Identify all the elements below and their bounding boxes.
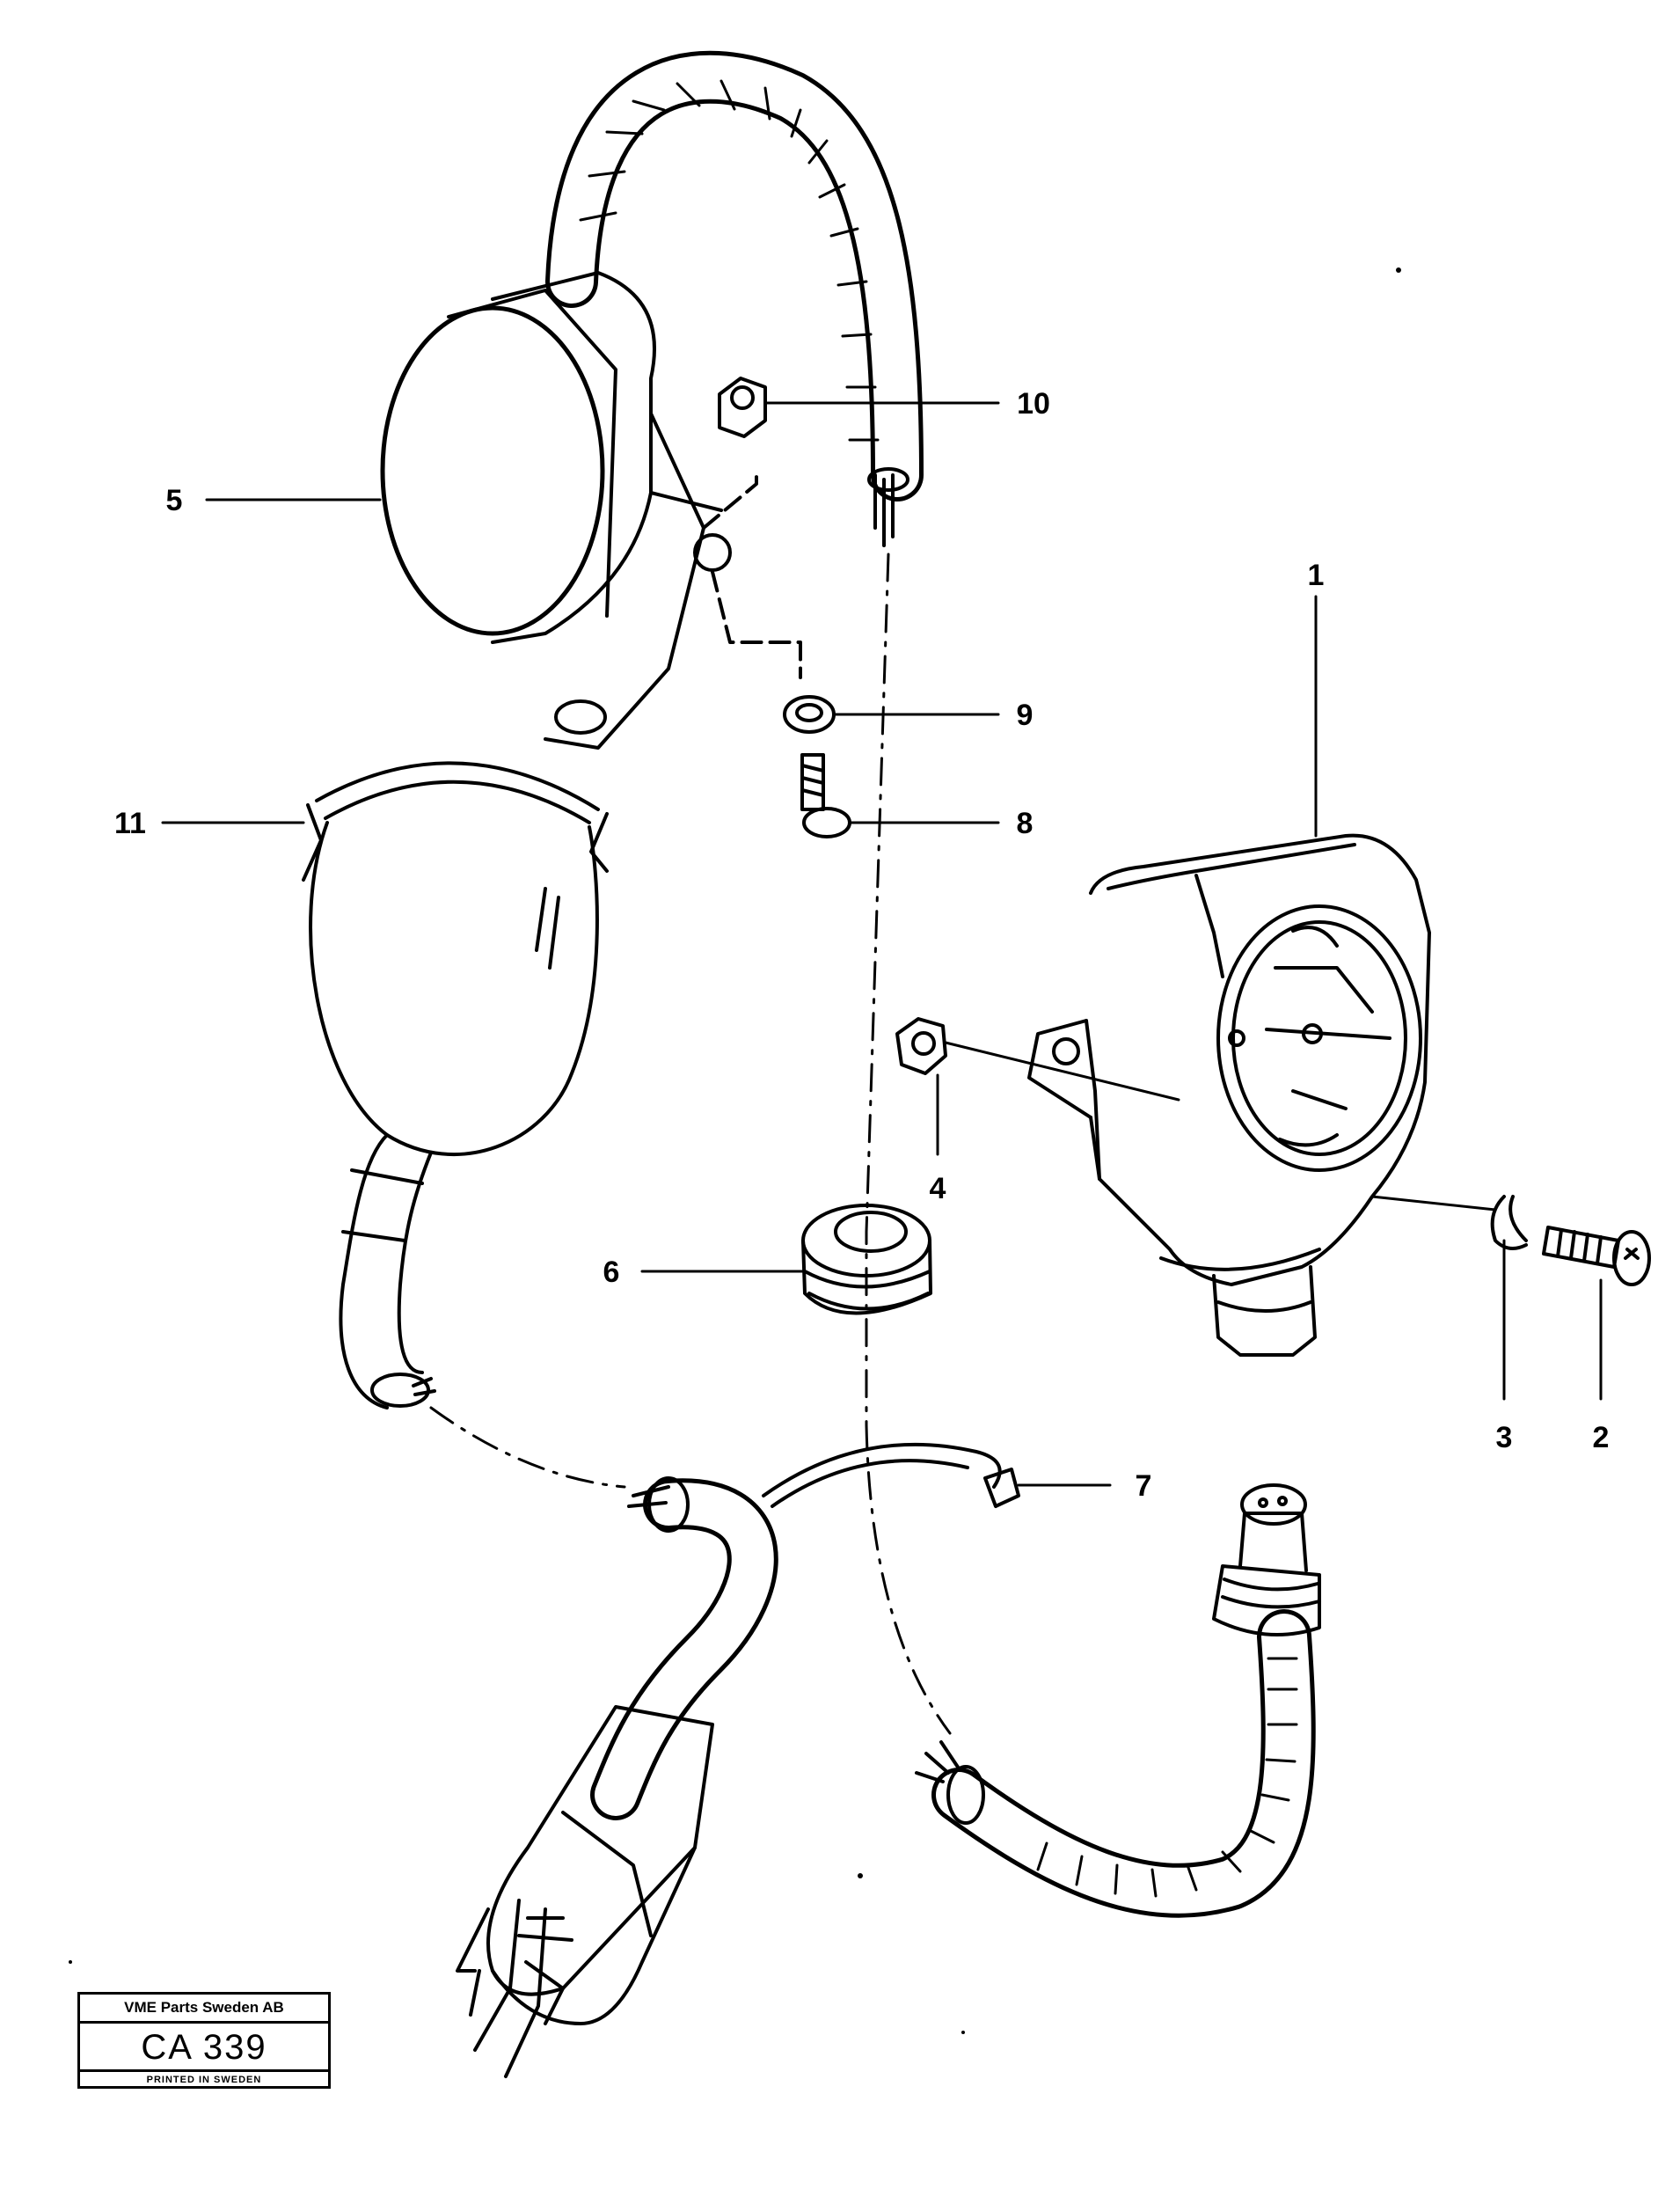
callout-4: 4 (930, 1172, 946, 1205)
screw-part-8 (800, 753, 851, 838)
nut-part-10 (718, 377, 767, 438)
callout-10: 10 (1017, 387, 1050, 421)
title-block: VME Parts Sweden AB CA 339 PRINTED IN SW… (77, 1992, 331, 2089)
rubber-boot-part-11 (302, 761, 609, 1409)
callout-7: 7 (1136, 1469, 1152, 1503)
callout-3: 3 (1496, 1421, 1513, 1454)
callout-11: 11 (114, 807, 146, 840)
assembly-lines (429, 553, 952, 1735)
printed-in: PRINTED IN SWEDEN (80, 2069, 328, 2089)
socket-housing-part-1 (1027, 833, 1497, 1357)
company-name: VME Parts Sweden AB (80, 1995, 328, 2024)
callout-9: 9 (1017, 699, 1034, 732)
lower-corrugated-cable (915, 1483, 1321, 1918)
screw-part-2 (1542, 1226, 1651, 1286)
washer-part-3 (1490, 1195, 1528, 1250)
drawing-code: CA 339 (141, 2028, 267, 2067)
cable-tie-part-7 (762, 1442, 1020, 1508)
mains-plug-cable (456, 1476, 778, 2078)
callout-2: 2 (1593, 1421, 1610, 1454)
callout-6: 6 (603, 1256, 620, 1289)
washer-part-9 (783, 695, 836, 734)
nut-part-4 (895, 1017, 1180, 1102)
callout-1: 1 (1308, 559, 1325, 592)
leader-lines (161, 401, 1603, 1487)
print-specks (69, 267, 1401, 2034)
connector-housing-part-5 (380, 50, 924, 750)
grommet-part-6 (801, 1204, 932, 1315)
callout-8: 8 (1017, 807, 1034, 840)
callout-5: 5 (166, 484, 183, 517)
